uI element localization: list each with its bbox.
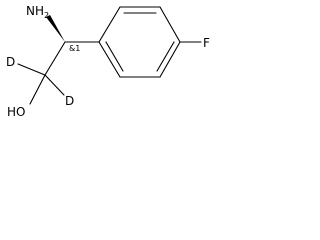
ring-double-bond-3 [156,41,175,72]
hydroxyl-label: HO [7,105,25,119]
atom-labels: NH2 &1 F D D HO [6,4,210,119]
deuterium-label-upper: D [6,55,15,69]
ring-bond-6 [98,41,121,78]
wedge-bond-amino [46,15,65,42]
fluorine-label: F [203,36,210,50]
ring-double-bond-2 [105,41,124,72]
ring-bond-3 [159,6,181,43]
bond-c-d-right [44,74,65,96]
ring-bond-1 [98,6,121,43]
molecule-drawing: NH2 &1 F D D HO [6,4,210,119]
amino-label: NH2 [26,4,49,20]
bonds [17,6,202,105]
bond-c-o [29,74,46,105]
structure-canvas: NH2 &1 F D D HO [0,0,230,121]
bond-c-d-upper [17,63,46,76]
bond-ch-cd2 [44,41,66,76]
ring-bond-4 [159,41,181,78]
deuterium-label-right: D [65,94,74,108]
stereo-label: &1 [69,44,80,53]
